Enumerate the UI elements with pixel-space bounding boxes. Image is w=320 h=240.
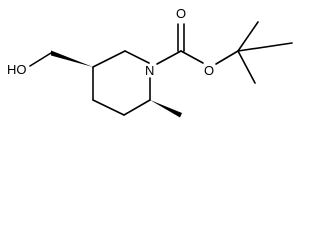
hydroxyl-label: HO <box>7 62 27 77</box>
molecule-structure: HO N O O <box>7 6 293 118</box>
bond-tbu-c-methyl-up <box>237 21 259 52</box>
bond-tbu-c-methyl-down <box>237 50 256 84</box>
ring-nitrogen-label: N <box>145 63 154 78</box>
bond-n1-carbonyl-c <box>156 50 182 65</box>
bond-tbu-c-methyl-right <box>237 42 293 52</box>
bond-c2-n1 <box>124 50 150 64</box>
wedge-bond-ch2-c3 <box>51 50 93 67</box>
bond-c3-c2 <box>92 50 126 68</box>
ester-oxygen-label: O <box>204 63 214 78</box>
bond-ester-o-tbu-c <box>215 50 239 65</box>
wedge-bond-c6-methyl <box>150 100 182 118</box>
bond-o-ch2 <box>29 52 52 67</box>
bond-c5-c4 <box>92 99 125 116</box>
bond-c6-c5 <box>123 99 151 116</box>
carbonyl-oxygen-label: O <box>176 6 186 21</box>
bond-carbonyl-c-ester-o <box>180 50 204 64</box>
